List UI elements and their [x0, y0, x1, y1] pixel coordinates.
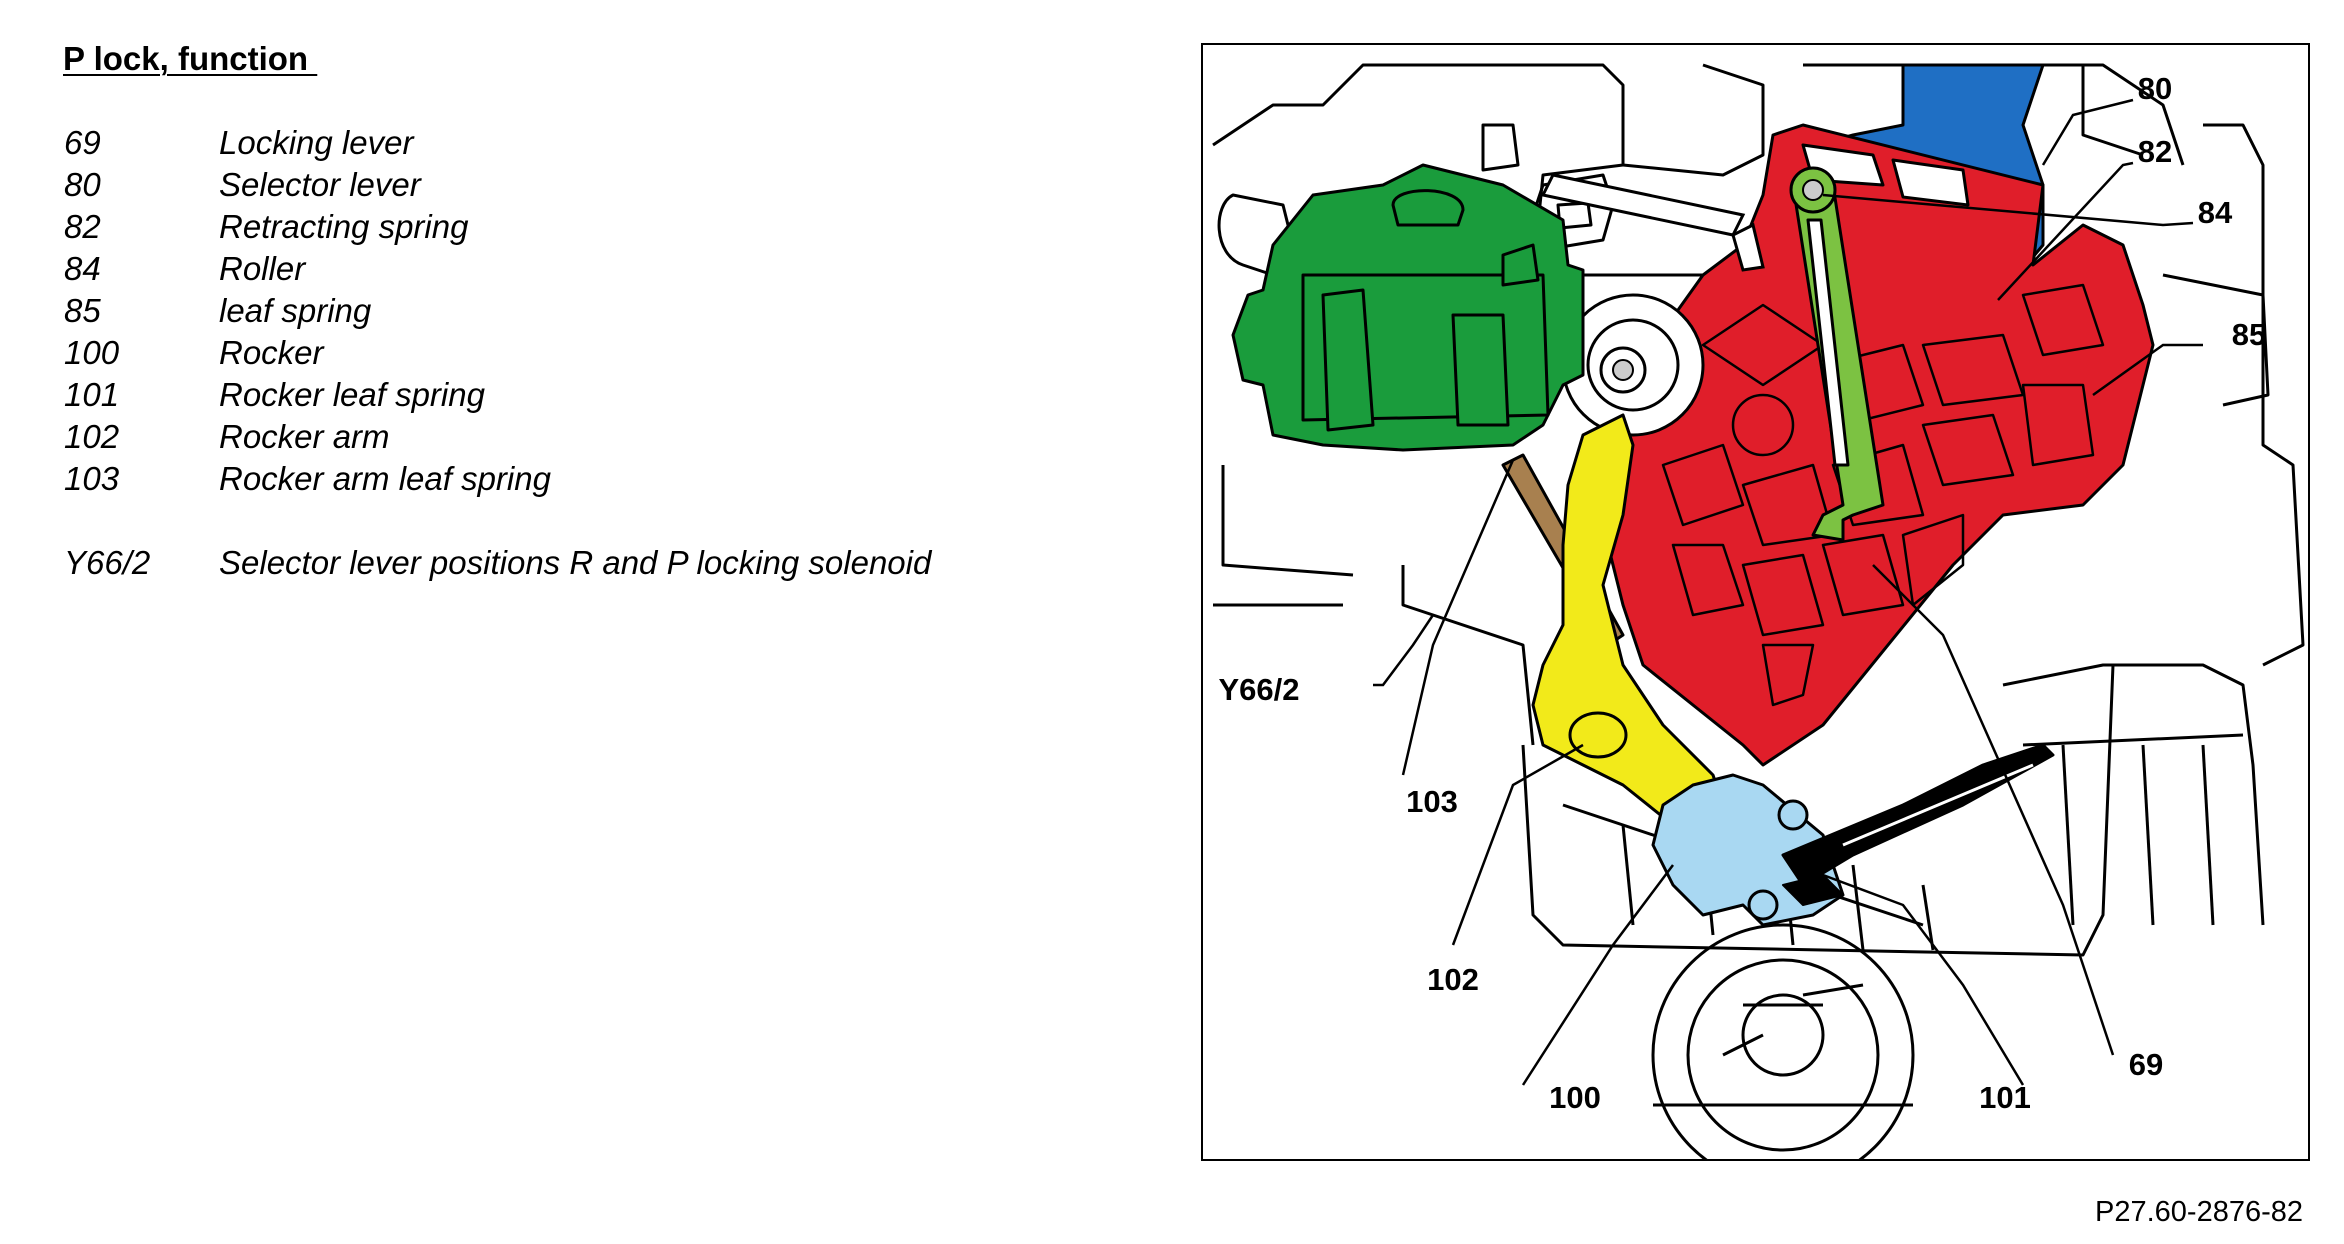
legend-row-85: 85 leaf spring — [64, 292, 1124, 334]
legend-spacer — [64, 502, 1124, 544]
callout-102: 102 — [1427, 962, 1479, 997]
legend-label: Rocker — [219, 334, 324, 371]
legend-row-102: 102 Rocker arm — [64, 418, 1124, 460]
legend-label: Roller — [219, 250, 306, 287]
legend-label: Locking lever — [219, 124, 414, 161]
legend-label: leaf spring — [219, 292, 372, 329]
locking-solenoid — [1231, 163, 1585, 452]
leader-lines — [1373, 98, 2203, 1086]
locking-lever — [1561, 123, 2155, 767]
legend-row-84: 84 Roller — [64, 250, 1124, 292]
legend-number: 80 — [64, 166, 101, 203]
legend-number: 103 — [64, 460, 120, 497]
exploded-view-figure: 80 82 84 85 Y66/2 103 102 100 101 69 — [1201, 43, 2310, 1161]
legend-number: 84 — [64, 250, 101, 287]
mechanism-illustration — [1212, 63, 2305, 1159]
legend-label: Selector lever positions R and P locking… — [219, 544, 932, 581]
callout-85: 85 — [2231, 317, 2267, 352]
callout-82: 82 — [2137, 134, 2173, 169]
legend-row-82: 82 Retracting spring — [64, 208, 1124, 250]
rocker-leaf-spring — [1781, 743, 2055, 906]
legend-row-103: 103 Rocker arm leaf spring — [64, 460, 1124, 502]
legend-number: 69 — [64, 124, 101, 161]
leaf-spring — [1791, 183, 1885, 542]
callout-y66-2: Y66/2 — [1218, 672, 1300, 707]
retracting-spring — [1540, 173, 1765, 272]
page-title: P lock, function — [63, 40, 318, 77]
legend-label: Rocker arm — [219, 418, 390, 455]
legend-label: Rocker arm leaf spring — [219, 460, 551, 497]
legend-row-69: 69 Locking lever — [64, 124, 1124, 166]
legend-number: 82 — [64, 208, 101, 245]
figure-reference-code: P27.60-2876-82 — [2095, 1196, 2303, 1228]
legend-label: Selector lever — [219, 166, 421, 203]
legend-number: 102 — [64, 418, 120, 455]
callout-100: 100 — [1549, 1080, 1601, 1115]
callout-103: 103 — [1406, 784, 1458, 819]
legend-number: 101 — [64, 376, 120, 413]
legend-number: 85 — [64, 292, 101, 329]
legend-row-101: 101 Rocker leaf spring — [64, 376, 1124, 418]
legend-row-80: 80 Selector lever — [64, 166, 1124, 208]
legend-label: Retracting spring — [219, 208, 469, 245]
housing-outline — [1212, 63, 2305, 1159]
callout-69: 69 — [2128, 1047, 2164, 1082]
legend-row-y66-2: Y66/2 Selector lever positions R and P l… — [64, 544, 1124, 586]
legend-label: Rocker leaf spring — [219, 376, 485, 413]
callout-84: 84 — [2197, 195, 2233, 230]
parts-legend: 69 Locking lever 80 Selector lever 82 Re… — [64, 124, 1124, 586]
legend-number: Y66/2 — [64, 544, 151, 581]
legend-row-100: 100 Rocker — [64, 334, 1124, 376]
legend-number: 100 — [64, 334, 120, 371]
callout-80: 80 — [2137, 71, 2173, 106]
roller — [1789, 166, 1837, 214]
callout-101: 101 — [1979, 1080, 2031, 1115]
